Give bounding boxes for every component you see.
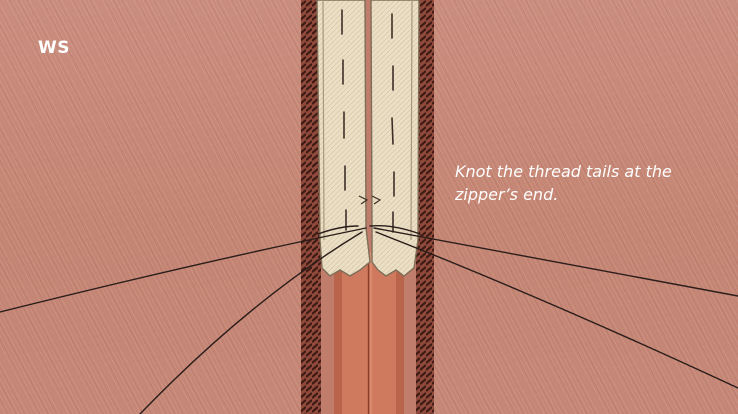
caption-text: Knot the thread tails at the zipper’s en…	[455, 160, 715, 206]
side-label: WS	[38, 38, 70, 58]
zipper-teeth-strip	[334, 250, 404, 414]
